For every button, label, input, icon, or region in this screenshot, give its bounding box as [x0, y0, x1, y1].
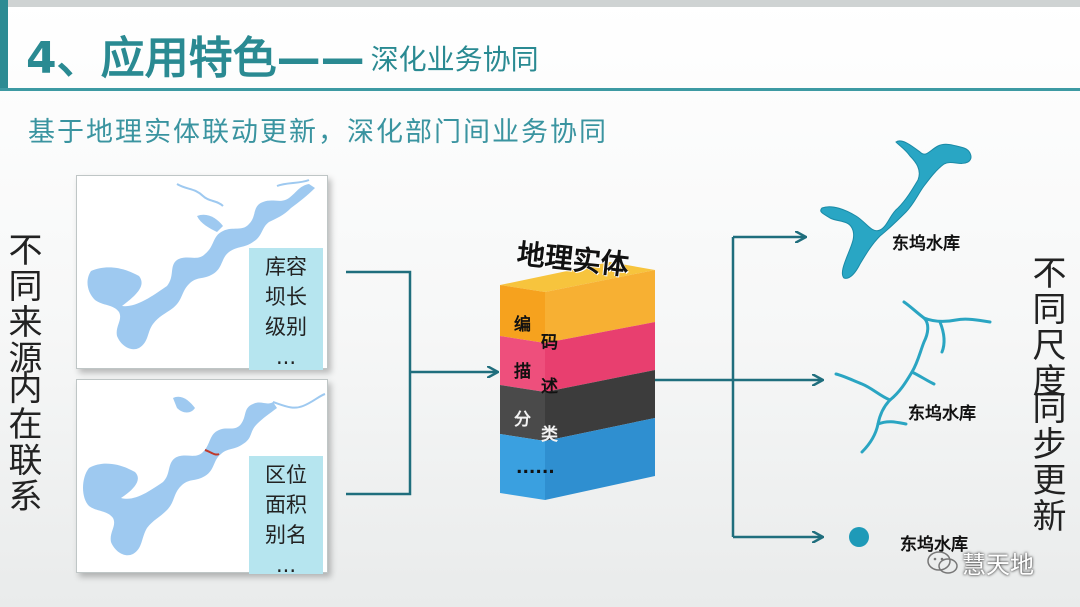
cube-label-more: ...... [516, 458, 555, 478]
title-divider [0, 88, 1080, 91]
attribute-item: ... [275, 345, 297, 369]
result-point-shape [849, 527, 869, 547]
reservoir-map-image-1 [87, 179, 315, 350]
geo-entity-cube [500, 262, 655, 500]
merge-connector [346, 270, 497, 496]
cube-label-class-2: 类 [541, 425, 558, 445]
slide-title: 4、应用特色——深化业务协同 [26, 22, 539, 84]
cube-top-face [500, 262, 655, 292]
cube-layer-class-right [545, 370, 655, 441]
cube-layer-class-left [500, 385, 545, 441]
right-vertical-text-2: 同步更新 [1026, 390, 1066, 534]
attribute-box-1: 库容 坝长 级别 ... [249, 248, 323, 370]
reservoir-map-image-2 [83, 393, 326, 556]
attribute-item: 级别 [265, 315, 307, 339]
attribute-item: 库容 [265, 255, 307, 279]
left-vertical-text-2: 内在联系 [2, 370, 42, 514]
cube-layer-code-right [545, 270, 655, 343]
result-label-polygon: 东坞水库 [892, 234, 960, 254]
cube-layer-more-left [500, 434, 545, 500]
left-accent-bar [0, 0, 8, 90]
fanout-connector [655, 237, 822, 537]
attribute-item: 坝长 [265, 285, 307, 309]
attribute-item: ... [275, 553, 297, 577]
source-map-card-1: 库容 坝长 级别 ... [76, 175, 328, 370]
right-vertical-text-1: 不同尺度 [1026, 255, 1066, 399]
title-main: 4、应用特色—— [26, 33, 365, 84]
cube-label-desc-2: 述 [541, 377, 558, 397]
title-sub: 深化业务协同 [370, 43, 539, 76]
left-vertical-text-1: 不同来源 [2, 232, 42, 376]
cube-label-code-2: 码 [541, 333, 558, 353]
slide-subtitle: 基于地理实体联动更新，深化部门间业务协同 [28, 117, 608, 148]
cube-layer-desc-right [545, 322, 655, 392]
top-bar [0, 0, 1080, 7]
wechat-icon [927, 551, 958, 574]
cube-label-desc-1: 描 [514, 362, 531, 382]
attribute-item: 别名 [265, 523, 307, 547]
cube-label-code-1: 编 [514, 315, 531, 335]
attribute-item: 区位 [265, 463, 307, 487]
result-line-shape [834, 300, 992, 454]
cube-layer-desc-left [500, 336, 545, 392]
result-polygon-shape [820, 140, 972, 279]
cube-label-class-1: 分 [514, 410, 531, 430]
attribute-box-2: 区位 面积 别名 ... [249, 456, 323, 577]
result-label-line: 东坞水库 [908, 404, 976, 424]
cube-layer-more-right [545, 418, 655, 500]
source-map-card-2: 区位 面积 别名 ... [76, 379, 328, 577]
attribute-item: 面积 [265, 493, 307, 517]
cube-layer-code-left [500, 285, 545, 343]
watermark-text: 慧天地 [962, 551, 1034, 579]
result-label-point: 东坞水库 [900, 535, 968, 555]
